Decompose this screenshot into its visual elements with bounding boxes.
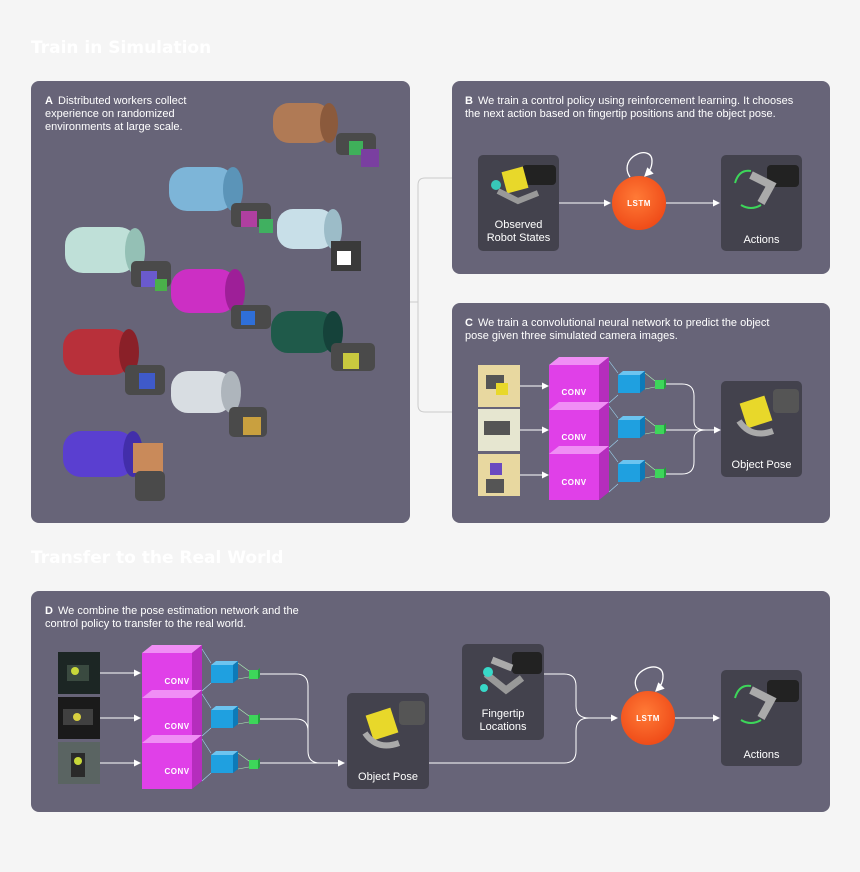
fingertip-locations-card: Fingertip Locations (462, 644, 544, 740)
blue-cube-c2 (618, 416, 645, 438)
conv-block-d3: CONV (142, 735, 202, 789)
conv-label-d1: CONV (164, 677, 189, 686)
conv-block-c3: CONV (549, 446, 609, 500)
object-pose-label-d: Object Pose (347, 771, 429, 784)
conv-label-d2: CONV (164, 722, 189, 731)
green-cube-d2 (249, 713, 260, 724)
fingertip-hand-icon (462, 644, 544, 706)
lstm-node-d: LSTM (621, 691, 675, 745)
blue-cube-d3 (211, 751, 238, 773)
sim-camera-thumb-2 (478, 409, 520, 451)
green-cube-c2 (655, 423, 666, 434)
blue-cube-d2 (211, 706, 238, 728)
blue-cube-c3 (618, 460, 645, 482)
conv-label-c1: CONV (561, 388, 586, 397)
conv-label-c3: CONV (561, 478, 586, 487)
green-cube-c1 (655, 378, 666, 389)
panel-d-network: CONV CONV CONV (31, 591, 830, 812)
real-camera-thumb-2 (58, 697, 100, 739)
blue-cube-d1 (211, 661, 238, 683)
object-pose-label-c: Object Pose (721, 459, 802, 472)
conv-label-d3: CONV (164, 767, 189, 776)
panel-b-arrows (452, 81, 830, 274)
green-cube-d3 (249, 758, 260, 769)
conv-label-c2: CONV (561, 433, 586, 442)
object-pose-card-c: Object Pose (721, 381, 802, 477)
fingertip-locations-label: Fingertip Locations (462, 708, 544, 734)
sim-camera-thumb-1 (478, 365, 520, 407)
robot-hand-rotate-icon-d (721, 670, 802, 730)
object-pose-card-d: Object Pose (347, 693, 429, 789)
green-cube-c3 (655, 467, 666, 478)
actions-card-d: Actions (721, 670, 802, 766)
sim-camera-thumb-3 (478, 454, 520, 496)
blue-cube-c1 (618, 371, 645, 393)
real-camera-thumb-3 (58, 742, 100, 784)
object-pose-icon-d (347, 693, 429, 753)
object-pose-icon (721, 381, 802, 441)
actions-label-d: Actions (721, 749, 802, 762)
real-camera-thumb-1 (58, 652, 100, 694)
green-cube-d1 (249, 668, 260, 679)
